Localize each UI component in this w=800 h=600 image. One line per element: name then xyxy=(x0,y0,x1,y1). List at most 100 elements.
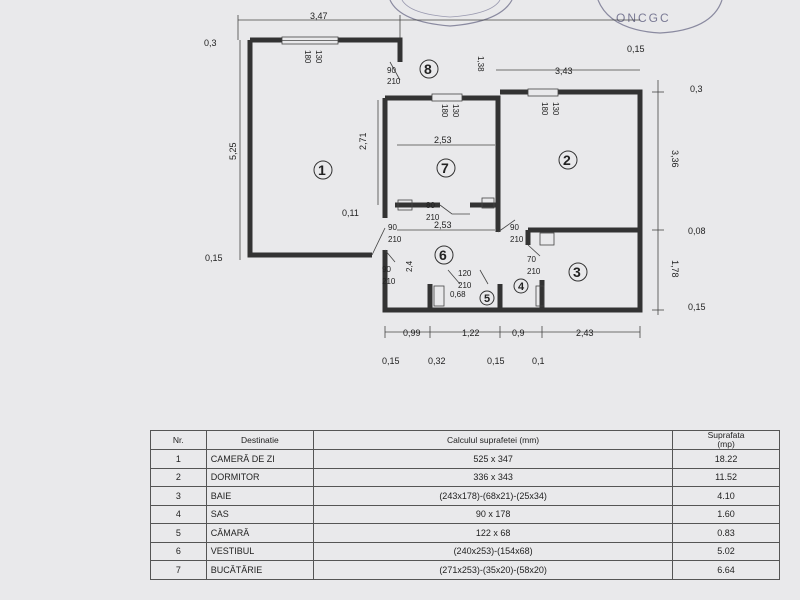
window-2-w: 180 xyxy=(440,104,449,118)
row-calculation: 90 x 178 xyxy=(313,504,674,524)
table-row: 3 BAIE (243x178)-(68x21)-(25x34) 4.10 xyxy=(150,486,780,506)
room-8-label: 8 xyxy=(424,61,432,77)
header-destination: Destinatie xyxy=(205,430,315,450)
door-7-w: 80 xyxy=(426,201,435,210)
door-2-h: 210 xyxy=(510,235,524,244)
row-destination: CĂMARĂ xyxy=(205,523,315,543)
row-calculation: (243x178)-(68x21)-(25x34) xyxy=(313,486,674,506)
door-3-h: 210 xyxy=(527,267,541,276)
dim-bottom-015a: 0,15 xyxy=(382,356,400,366)
header-area: Suprafata (mp) xyxy=(672,430,780,450)
row-area: 11.52 xyxy=(672,467,780,487)
row-area: 18.22 xyxy=(672,449,780,469)
header-nr: Nr. xyxy=(150,430,207,450)
table-row: 2 DORMITOR 336 x 343 11.52 xyxy=(150,467,780,487)
header-calculation: Calculul suprafetei (mm) xyxy=(313,430,674,450)
door-8-w: 90 xyxy=(387,66,396,75)
dim-offset-top: 0,3 xyxy=(204,38,217,48)
row-destination: BAIE xyxy=(205,486,315,506)
table-row: 7 BUCĂTĂRIE (271x253)-(35x20)-(58x20) 6.… xyxy=(150,560,780,580)
row-nr: 5 xyxy=(150,523,207,543)
row-calculation: (240x253)-(154x68) xyxy=(313,541,674,561)
header-area-line1: Suprafata xyxy=(707,430,745,440)
room-1-label: 1 xyxy=(318,162,326,178)
room-2-label: 2 xyxy=(563,152,571,168)
window-2-h: 130 xyxy=(451,104,460,118)
room-7-label: 7 xyxy=(441,160,449,176)
row-destination: BUCĂTĂRIE xyxy=(205,560,315,580)
row-destination: DORMITOR xyxy=(205,467,315,487)
dim-pantry-068: 0,68 xyxy=(450,290,466,299)
dim-bottom-099: 0,99 xyxy=(403,328,421,338)
table-row: 6 VESTIBUL (240x253)-(154x68) 5.02 xyxy=(150,541,780,561)
table-row: 1 CAMERĂ DE ZI 525 x 347 18.22 xyxy=(150,449,780,469)
row-nr: 7 xyxy=(150,560,207,580)
dim-kitchen-height: 2,71 xyxy=(358,132,368,150)
dim-gap-015-top: 0,15 xyxy=(627,44,645,54)
row-destination: VESTIBUL xyxy=(205,541,315,561)
dim-gap-138: 1,38 xyxy=(476,56,485,72)
dim-hall-height: 2,4 xyxy=(405,260,414,272)
fixtures xyxy=(397,197,555,307)
door-1-h: 210 xyxy=(388,235,402,244)
door-swings xyxy=(371,61,541,285)
window-3 xyxy=(527,88,559,97)
dim-left-011: 0,11 xyxy=(342,208,359,218)
walls xyxy=(247,37,643,313)
area-table-wrapper: Nr. Destinatie Calculul suprafetei (mm) … xyxy=(150,430,780,580)
row-area: 6.64 xyxy=(672,560,780,580)
door-6-w: 90 xyxy=(382,265,391,274)
door-5-w: 120 xyxy=(458,269,472,278)
dim-bottom-01: 0,1 xyxy=(532,356,545,366)
row-area: 1.60 xyxy=(672,504,780,524)
table-row: 5 CĂMARĂ 122 x 68 0.83 xyxy=(150,523,780,543)
dim-top-left-width: 3,47 xyxy=(310,11,328,21)
dim-kitchen-width-bottom: 2,53 xyxy=(434,220,452,230)
window-3-w: 180 xyxy=(540,102,549,116)
dim-offset-right: 0,3 xyxy=(690,84,703,94)
header-area-line2: (mp) xyxy=(717,439,735,449)
row-destination: SAS xyxy=(205,504,315,524)
row-calculation: 336 x 343 xyxy=(313,467,674,487)
row-nr: 3 xyxy=(150,486,207,506)
door-6-h: 210 xyxy=(382,277,396,286)
room-6-label: 6 xyxy=(439,247,447,263)
dim-right-336: 3,36 xyxy=(670,150,680,168)
table-header-row: Nr. Destinatie Calculul suprafetei (mm) … xyxy=(150,430,780,450)
dim-right-015-bottom: 0,15 xyxy=(688,302,706,312)
window-1 xyxy=(281,36,339,45)
table-row: 4 SAS 90 x 178 1.60 xyxy=(150,504,780,524)
top-dimension-line xyxy=(237,15,640,40)
dim-bottom-032: 0,32 xyxy=(428,356,446,366)
row-calculation: 122 x 68 xyxy=(313,523,674,543)
row-nr: 4 xyxy=(150,504,207,524)
door-3-w: 70 xyxy=(527,255,536,264)
room-5-label: 5 xyxy=(484,293,490,305)
row-destination: CAMERĂ DE ZI xyxy=(205,449,315,469)
row-area: 5.02 xyxy=(672,541,780,561)
stamp-text: ONCGC xyxy=(616,11,671,25)
area-table: Nr. Destinatie Calculul suprafetei (mm) … xyxy=(150,430,780,580)
door-2-w: 90 xyxy=(510,223,519,232)
stamp-right: ONCGC xyxy=(597,0,723,34)
dim-kitchen-width-top: 2,53 xyxy=(434,135,452,145)
row-area: 0.83 xyxy=(672,523,780,543)
stamp-left xyxy=(389,0,513,27)
row-nr: 6 xyxy=(150,541,207,561)
door-7-h: 210 xyxy=(426,213,440,222)
room-4-label: 4 xyxy=(518,281,525,293)
window-1-w: 180 xyxy=(303,50,312,64)
row-calculation: (271x253)-(35x20)-(58x20) xyxy=(313,560,674,580)
floor-plan: ONCGC 3,47 0,3 1,38 0,15 3,43 0,3 180 13… xyxy=(204,0,723,366)
row-calculation: 525 x 347 xyxy=(313,449,674,469)
dim-right-008: 0,08 xyxy=(688,226,706,236)
door-5-h: 210 xyxy=(458,281,472,290)
dim-bottom-015b: 0,15 xyxy=(487,356,505,366)
dim-right-178: 1,78 xyxy=(670,260,680,278)
dim-left-height: 5,25 xyxy=(228,142,238,160)
row-nr: 1 xyxy=(150,449,207,469)
window-1-h: 130 xyxy=(314,50,323,64)
door-1-w: 90 xyxy=(388,223,397,232)
room-3-label: 3 xyxy=(573,264,581,280)
row-area: 4.10 xyxy=(672,486,780,506)
